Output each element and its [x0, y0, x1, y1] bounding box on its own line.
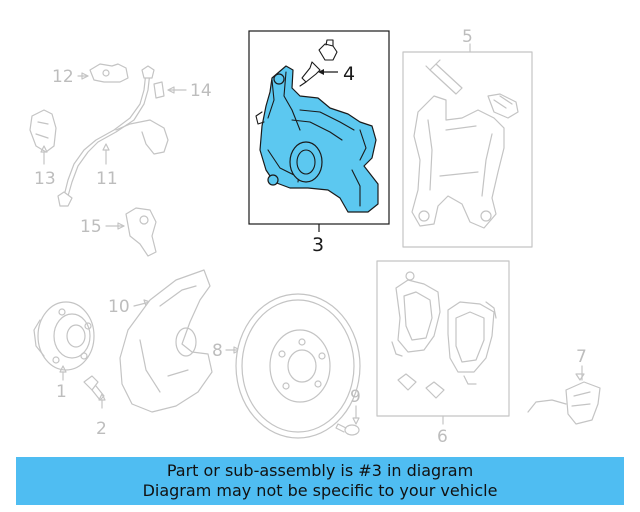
hose-bracket-group[interactable]: 12 [52, 63, 129, 87]
callout-7: 7 [576, 347, 587, 367]
bracket-kit-box [402, 51, 533, 248]
hub-bolt-group[interactable]: 2 [83, 375, 107, 439]
caliper-piston [296, 149, 316, 175]
pad-clip-left [391, 341, 403, 357]
rotor-hub-bore [287, 349, 317, 383]
callout-8: 8 [212, 341, 223, 361]
dust-shield [119, 269, 213, 413]
pin-boot [487, 93, 519, 119]
callout-14: 14 [190, 81, 212, 101]
callout-4: 4 [343, 63, 355, 85]
dust-shield-group[interactable]: 10 [108, 269, 213, 413]
banner-line-2: Diagram may not be specific to your vehi… [142, 481, 498, 500]
caliper-upper-boss [273, 73, 285, 85]
guide-pin [429, 63, 463, 95]
hub-bolt-head [83, 375, 99, 391]
caliper-assembly-group[interactable]: 4 3 [248, 30, 390, 256]
brake-hose-group[interactable]: 11 [57, 65, 169, 207]
callout-6: 6 [437, 427, 448, 447]
caliper-piston-bore [289, 141, 323, 183]
callout-9: 9 [350, 387, 361, 407]
callout-2: 2 [96, 419, 107, 439]
brake-hose-loop [115, 119, 169, 155]
callout-10: 10 [108, 297, 130, 317]
hose-clip [153, 81, 165, 99]
hose-clip-group[interactable]: 14 [153, 81, 212, 101]
callout-4-arrow [318, 69, 324, 75]
wear-sensor-wire [527, 399, 567, 413]
parts-diagram: 4 3 5 6 7 [29, 27, 601, 447]
caliper-body[interactable] [259, 65, 379, 213]
wear-sensor-body [565, 381, 601, 425]
callout-5: 5 [462, 27, 473, 47]
mount-bracket-group[interactable]: 13 [29, 109, 57, 189]
bleeder-screw[interactable] [299, 39, 338, 87]
caliper-tab [255, 111, 265, 125]
brake-pads-group[interactable]: 6 [376, 260, 510, 447]
callout-11: 11 [96, 169, 118, 189]
callout-3: 3 [312, 234, 324, 256]
pad-shim-b [425, 381, 445, 399]
wear-sensor-group[interactable]: 7 [527, 347, 601, 425]
callout-1: 1 [56, 382, 67, 402]
pad-clip-right [463, 375, 477, 385]
callout-15: 15 [80, 217, 102, 237]
info-banner: Part or sub-assembly is #3 in diagram Di… [16, 457, 624, 505]
callout-13: 13 [34, 169, 56, 189]
rotor-screw-group[interactable]: 9 [335, 387, 361, 436]
pad-shim-a [397, 373, 417, 391]
abs-sensor-group[interactable]: 15 [80, 207, 157, 257]
bracket-kit-group[interactable]: 5 [402, 27, 533, 248]
brake-rotor-group[interactable]: 8 [212, 293, 361, 439]
mount-bracket [29, 109, 57, 153]
brake-hose-line [63, 71, 147, 197]
banner-line-1: Part or sub-assembly is #3 in diagram [166, 461, 474, 480]
caliper-bracket [411, 95, 505, 229]
callout-12: 12 [52, 67, 74, 87]
abs-sensor [125, 207, 157, 257]
wheel-hub-group[interactable]: 1 [33, 301, 95, 402]
rotor-screw [344, 424, 360, 436]
caliper-lower-boss [267, 174, 279, 186]
inner-brake-pad [395, 279, 441, 353]
wheel-hub [37, 301, 95, 371]
rotor-disc [235, 293, 361, 439]
